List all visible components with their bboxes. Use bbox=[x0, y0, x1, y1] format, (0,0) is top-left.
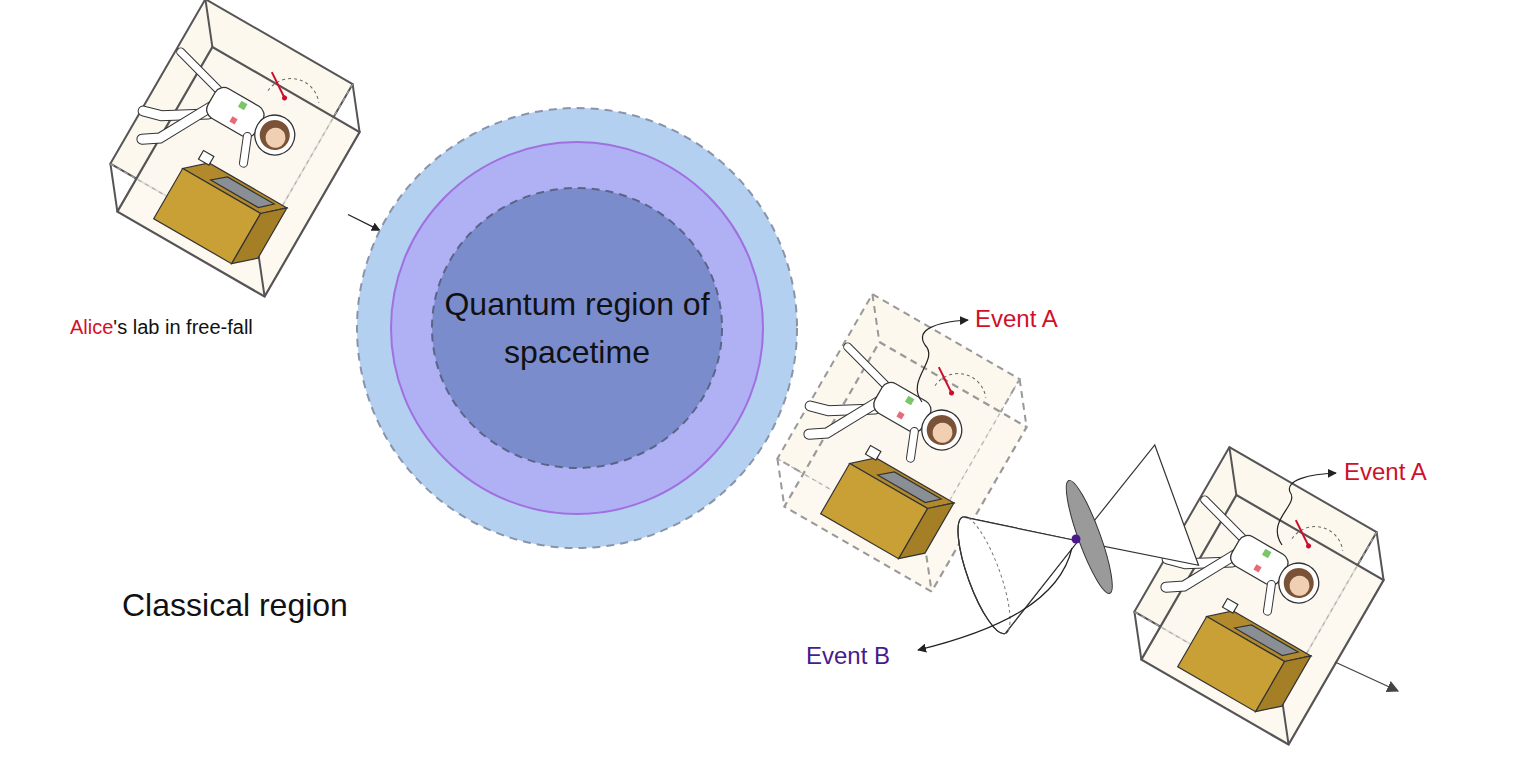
region-title: Quantum region of spacetime bbox=[437, 280, 717, 376]
lab-box: Alice's lab in free-fall bbox=[112, 22, 348, 290]
caption-text: 's lab in free-fall bbox=[113, 316, 252, 338]
quantum-region: Quantum region of spacetime bbox=[355, 106, 799, 550]
motion-arrow bbox=[348, 214, 380, 230]
person-name: Alice bbox=[70, 316, 113, 338]
lab-figure bbox=[91, 0, 378, 297]
leader-line bbox=[917, 320, 968, 402]
region-label: Classical region bbox=[122, 588, 348, 623]
light-cone bbox=[947, 445, 1198, 641]
region-rings bbox=[355, 106, 799, 550]
leader-line bbox=[918, 548, 1072, 650]
event-label: Event A bbox=[975, 306, 1058, 332]
lab-caption: Alice's lab in free-fall bbox=[70, 316, 253, 339]
event-dot bbox=[1072, 535, 1081, 544]
motion-arrow bbox=[1335, 662, 1398, 691]
event-label: Event A bbox=[1344, 459, 1427, 485]
leader-line bbox=[1277, 473, 1336, 545]
event-label: Event B bbox=[806, 643, 890, 669]
